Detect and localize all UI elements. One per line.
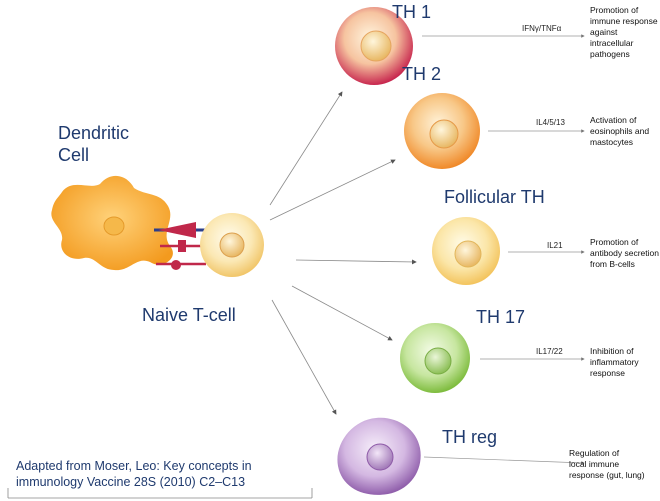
th17-function: Inhibition of inflammatory response xyxy=(590,346,639,378)
th1-cytokine: IFNγ/TNFα xyxy=(522,24,562,33)
th17-cell xyxy=(400,323,470,393)
follicular-th-function: Promotion of antibody secretion from B-c… xyxy=(590,237,659,269)
th2-cell xyxy=(404,93,480,169)
th1-function: Promotion of immune response against int… xyxy=(590,5,658,59)
th2-label: TH 2 xyxy=(402,64,442,84)
th-reg-label: TH reg xyxy=(442,427,498,447)
th1-cell xyxy=(335,7,413,85)
credit-bracket xyxy=(7,488,313,499)
th2-cytokine: IL4/5/13 xyxy=(536,118,565,127)
receptor-connectors xyxy=(154,222,212,270)
naive-t-cell xyxy=(200,213,264,277)
dendritic-cell xyxy=(51,175,173,271)
differentiation-arrows xyxy=(269,91,417,415)
follicular-th-cell xyxy=(432,217,500,285)
th2-function: Activation of eosinophils and mastocytes xyxy=(590,115,650,147)
cytokine-arrows xyxy=(422,34,585,465)
source-credit: Adapted from Moser, Leo: Key concepts in… xyxy=(16,459,252,489)
th17-label: TH 17 xyxy=(476,307,526,327)
follicular-th-cytokine: IL21 xyxy=(547,241,563,250)
th-reg-cell xyxy=(337,417,421,495)
th-reg-function: Regulation of local immune response (gut… xyxy=(569,448,645,480)
dendritic-cell-label: Dendritic Cell xyxy=(58,123,130,165)
naive-t-cell-label: Naive T-cell xyxy=(142,305,236,325)
th17-cytokine: IL17/22 xyxy=(536,347,563,356)
th1-label: TH 1 xyxy=(392,2,432,22)
follicular-th-label: Follicular TH xyxy=(444,187,545,207)
